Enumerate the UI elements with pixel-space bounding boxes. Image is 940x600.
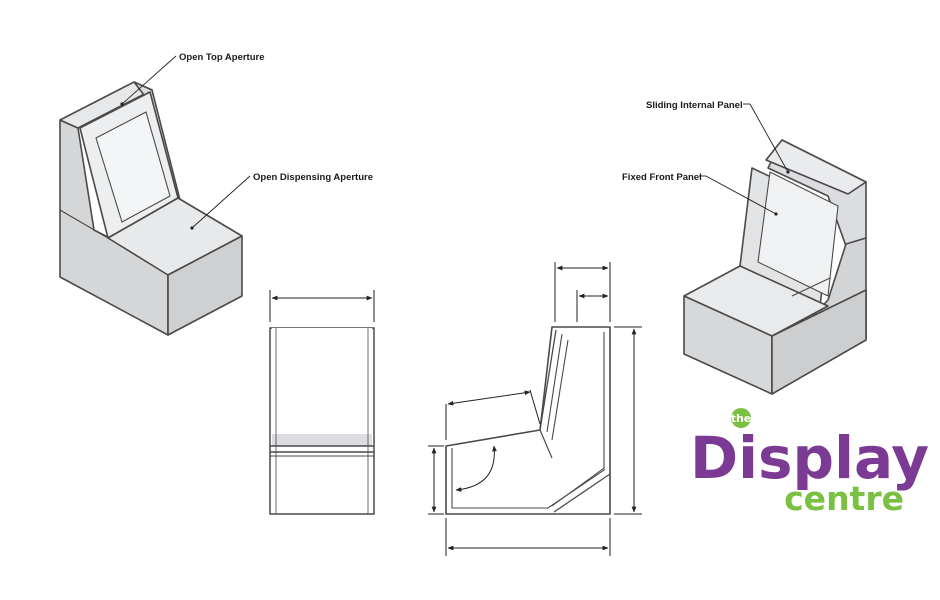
logo-the-badge bbox=[731, 408, 751, 428]
right-isometric-view bbox=[683, 139, 867, 395]
callout-fixed-front-panel: Fixed Front Panel bbox=[622, 172, 778, 216]
front-elevation-view bbox=[269, 327, 375, 515]
front-width-dimension bbox=[269, 290, 375, 322]
left-isometric-view bbox=[59, 81, 243, 336]
callout-open-dispensing-aperture-label: Open Dispensing Aperture bbox=[253, 172, 373, 183]
callout-open-top-aperture: Open Top Aperture bbox=[120, 52, 265, 106]
side-elevation-view bbox=[445, 326, 611, 515]
logo-centre-text: centre bbox=[784, 479, 904, 518]
display-centre-logo: the Display centre bbox=[690, 408, 929, 518]
callout-open-dispensing-aperture: Open Dispensing Aperture bbox=[190, 172, 373, 230]
side-dimensions bbox=[428, 262, 642, 556]
logo-display-text: Display bbox=[690, 424, 929, 492]
logo-the-text: the bbox=[731, 412, 752, 425]
callout-fixed-front-panel-label: Fixed Front Panel bbox=[622, 172, 702, 183]
callout-sliding-internal-panel: Sliding Internal Panel bbox=[646, 100, 790, 174]
callout-sliding-internal-panel-label: Sliding Internal Panel bbox=[646, 100, 743, 111]
callout-open-top-aperture-label: Open Top Aperture bbox=[179, 52, 265, 63]
